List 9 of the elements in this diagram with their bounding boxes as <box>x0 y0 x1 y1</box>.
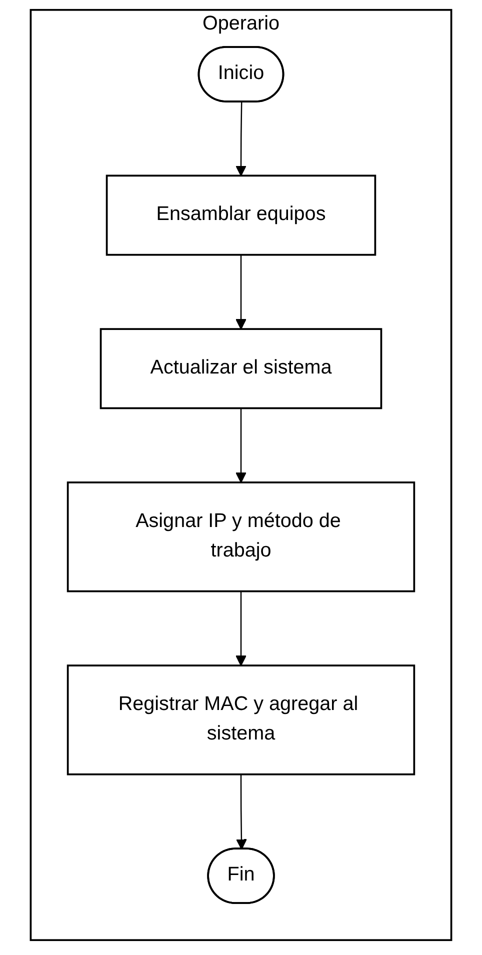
node-box: Actualizar el sistema <box>100 328 382 410</box>
node-box: Ensamblar equipos <box>106 174 376 256</box>
arrow <box>236 774 247 850</box>
arrow <box>236 408 246 483</box>
arrow <box>236 102 246 176</box>
node-box: Registrar MAC y agregar al sistema <box>66 664 416 776</box>
arrow <box>236 254 246 330</box>
arrow <box>236 591 246 666</box>
node-box: Asignar IP y método de trabajo <box>66 482 416 592</box>
